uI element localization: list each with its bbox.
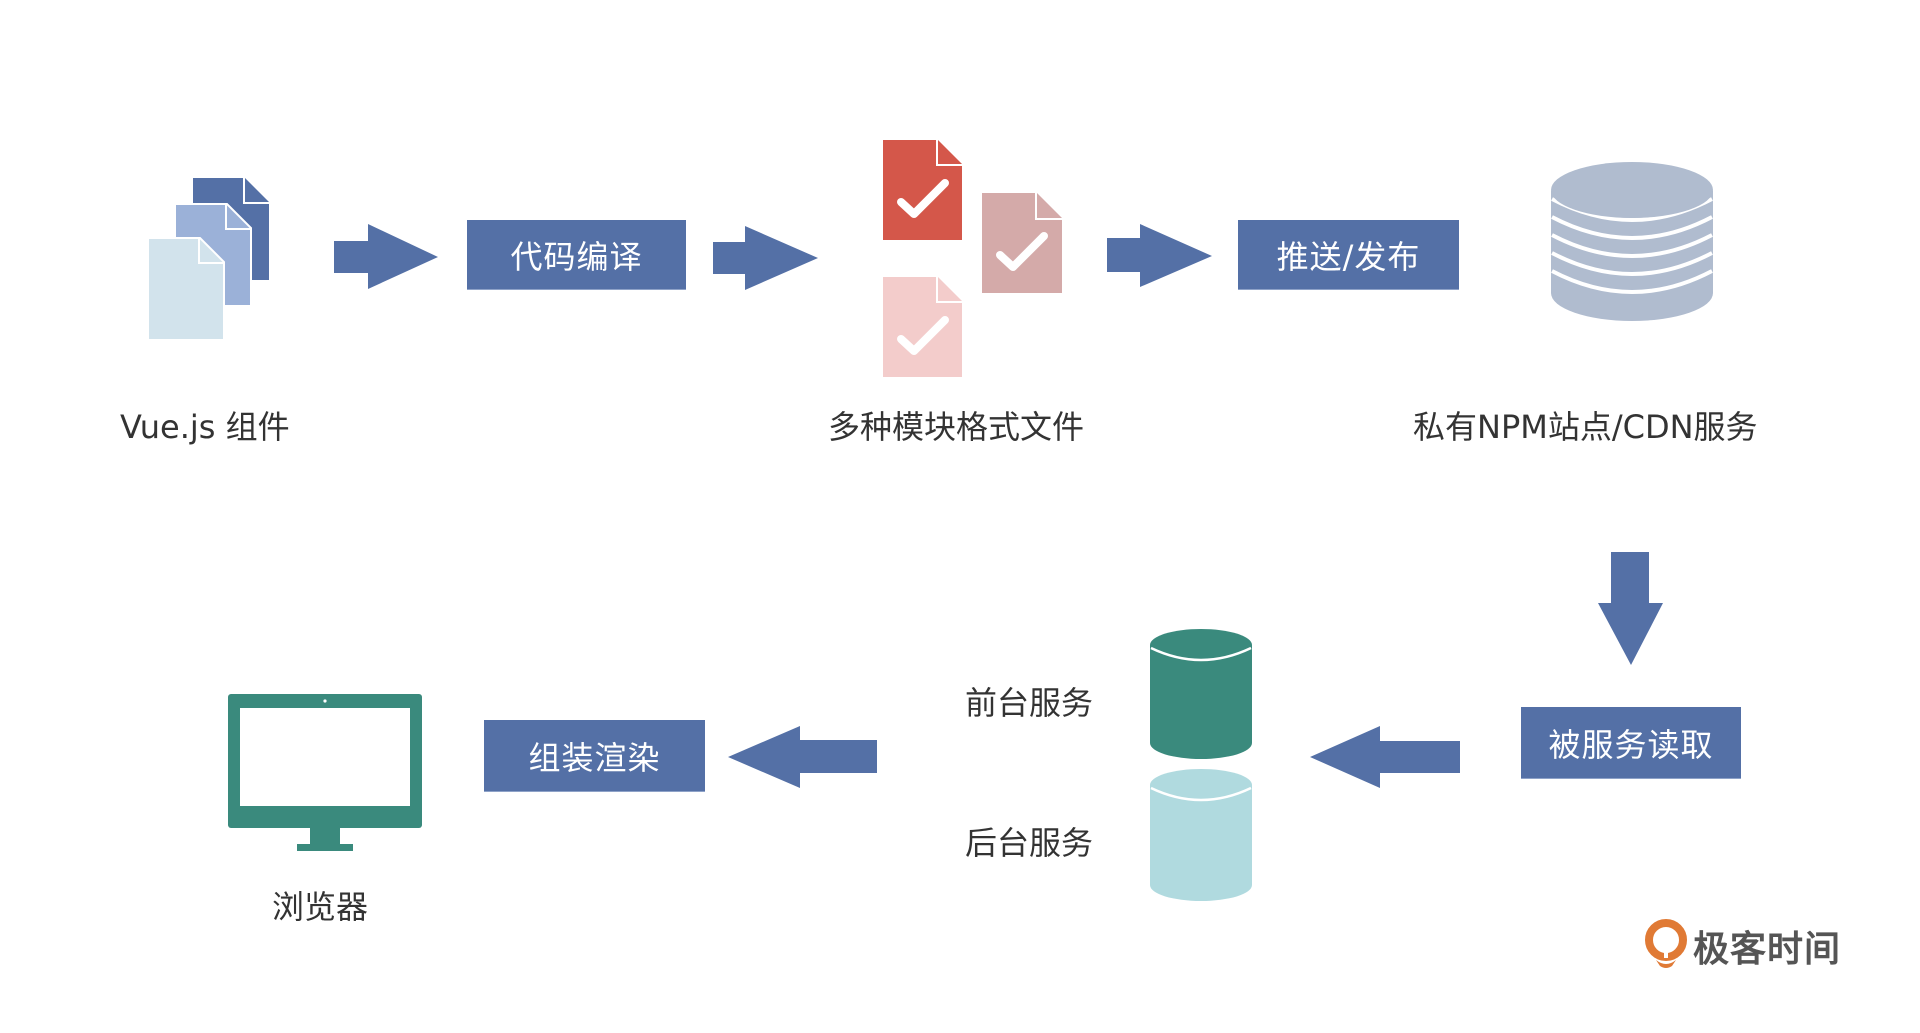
read-by-service-label: 被服务读取	[1548, 726, 1714, 764]
compile-step-label: 代码编译	[510, 238, 643, 276]
publish-step-box: 推送/发布	[1238, 220, 1459, 290]
vue-components-label: Vue.js 组件	[120, 408, 290, 446]
documents-stack-icon	[147, 178, 269, 341]
front-service-label: 前台服务	[965, 684, 1094, 722]
assemble-render-box: 组装渲染	[484, 720, 705, 792]
arrow-left-icon	[728, 726, 877, 788]
database-stack-icon	[1551, 162, 1713, 321]
arrow-right-icon	[1107, 224, 1212, 287]
arrow-right-icon	[713, 226, 818, 290]
arrow-left-icon	[1310, 726, 1460, 788]
back-service-label: 后台服务	[965, 824, 1094, 862]
document-front	[147, 237, 225, 341]
npm-cdn-label: 私有NPM站点/CDN服务	[1413, 408, 1758, 446]
file-red	[883, 140, 962, 240]
browser-label: 浏览器	[272, 888, 369, 926]
geektime-logo-text: 极客时间	[1693, 929, 1842, 970]
checked-files-icon	[883, 140, 1062, 377]
module-files-label: 多种模块格式文件	[828, 408, 1085, 446]
file-mauve	[982, 193, 1062, 293]
monitor-icon	[228, 694, 422, 851]
file-pink	[883, 277, 962, 377]
geektime-logo-icon	[1645, 919, 1687, 968]
publish-step-label: 推送/发布	[1276, 238, 1421, 276]
read-by-service-box: 被服务读取	[1521, 707, 1741, 779]
arrow-down-icon	[1598, 552, 1663, 665]
arrow-right-icon	[334, 224, 438, 289]
front-service-cylinder-icon	[1150, 629, 1252, 759]
assemble-render-label: 组装渲染	[528, 739, 661, 777]
compile-step-box: 代码编译	[467, 220, 686, 290]
back-service-cylinder-icon	[1150, 769, 1252, 901]
